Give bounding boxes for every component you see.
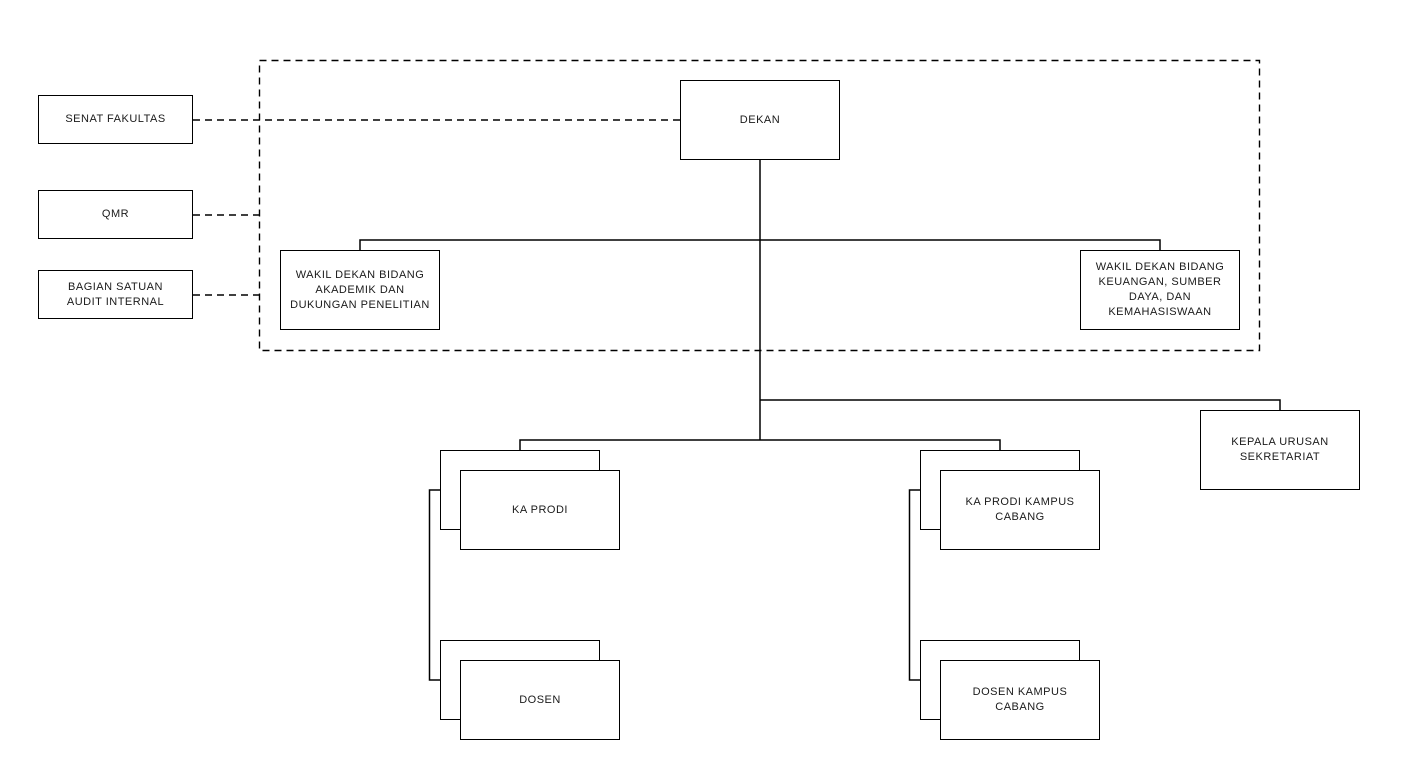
node-qmr: QMR (38, 190, 193, 239)
node-dosen-kampus-cabang: DOSEN KAMPUS CABANG (940, 660, 1100, 740)
node-wakil-dekan-keuangan: WAKIL DEKAN BIDANG KEUANGAN, SUMBER DAYA… (1080, 250, 1240, 330)
edge-ka-prodi-cabang-dosen-cabang (908, 489, 921, 681)
node-senat-fakultas: SENAT FAKULTAS (38, 95, 193, 144)
edge-sekretariat-branch (760, 399, 1281, 411)
node-bagian-satuan-audit-internal: BAGIAN SATUAN AUDIT INTERNAL (38, 270, 193, 319)
node-ka-prodi-kampus-cabang: KA PRODI KAMPUS CABANG (940, 470, 1100, 550)
node-dosen: DOSEN (460, 660, 620, 740)
node-ka-prodi: KA PRODI (460, 470, 620, 550)
node-dekan: DEKAN (680, 80, 840, 160)
edge-ka-prodi-dosen (428, 489, 441, 681)
node-wakil-dekan-akademik: WAKIL DEKAN BIDANG AKADEMIK DAN DUKUNGAN… (280, 250, 440, 330)
edge-wakil-branch (359, 239, 1161, 251)
edge-prodi-branch (519, 439, 1001, 451)
node-kepala-urusan-sekretariat: KEPALA URUSAN SEKRETARIAT (1200, 410, 1360, 490)
